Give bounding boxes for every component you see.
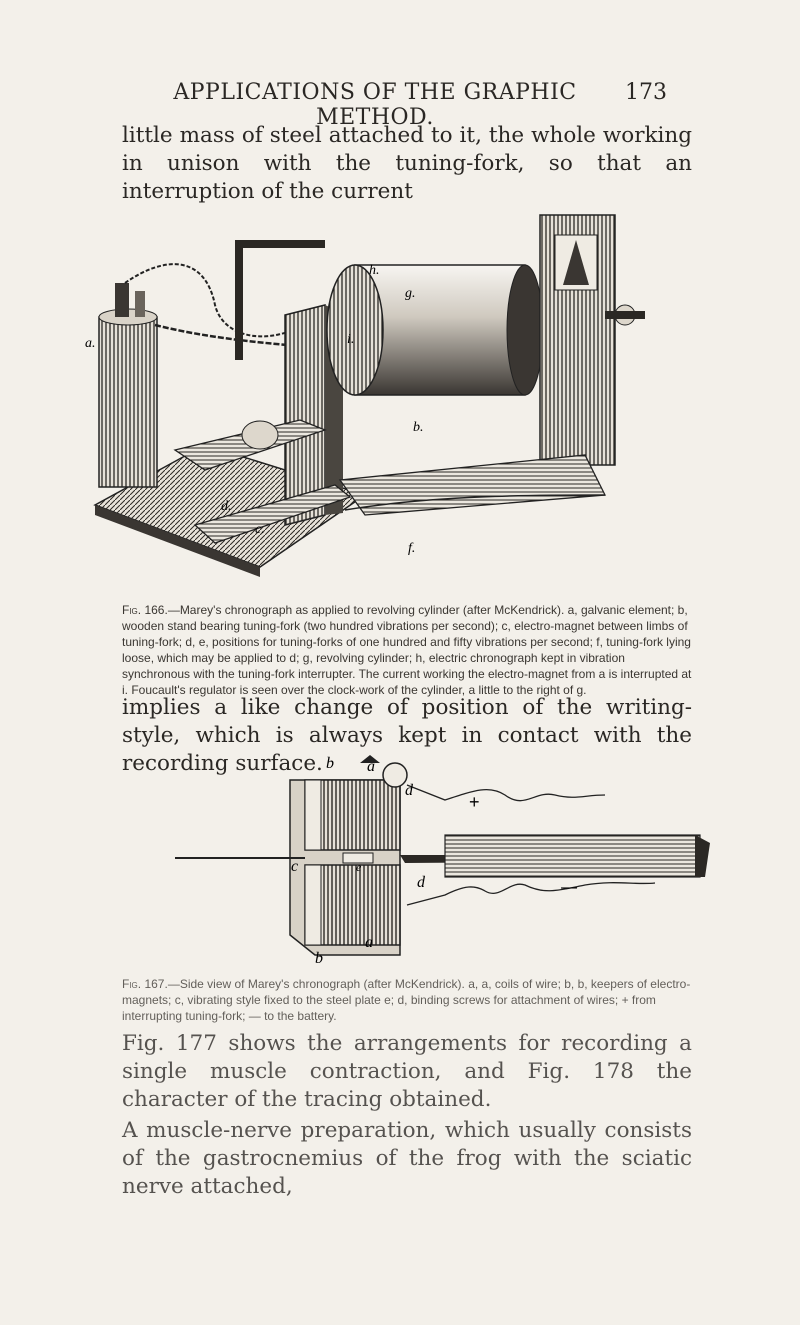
figure-166-illustration: a. b. d. c. f. g. h. i. bbox=[85, 195, 705, 590]
paragraph-1: little mass of steel attached to it, the… bbox=[122, 123, 692, 204]
label-i: i. bbox=[347, 332, 354, 347]
label-e: e bbox=[356, 860, 362, 874]
paragraph-4: A muscle-nerve preparation, which usuall… bbox=[122, 1118, 692, 1199]
label-minus: — bbox=[561, 879, 577, 896]
figure-166-caption: Fig. 166.—Marey's chronograph as applied… bbox=[122, 602, 692, 698]
chronograph-engraving: a. b. d. c. f. g. h. i. bbox=[85, 214, 645, 577]
label-f: f. bbox=[408, 541, 415, 556]
figure-167-caption: Fig. 167.—Side view of Marey's chronogra… bbox=[122, 976, 692, 1024]
label-a-top: a bbox=[367, 758, 375, 775]
figure-166-caption-lead: Fig. 166. bbox=[122, 603, 168, 617]
label-d-top: d bbox=[405, 782, 414, 799]
label-a-bottom: a bbox=[365, 934, 373, 951]
figure-167-caption-text: —Side view of Marey's chronograph (after… bbox=[122, 977, 691, 1023]
label-b: b. bbox=[413, 420, 424, 435]
figure-166-caption-text: —Marey's chronograph as applied to revol… bbox=[122, 603, 692, 697]
label-h: h. bbox=[369, 263, 380, 278]
label-c: c. bbox=[255, 522, 265, 537]
figure-167-caption-lead: Fig. 167. bbox=[122, 977, 168, 991]
chronograph-side-view-engraving: b a d + c e d — b a bbox=[175, 755, 710, 965]
page-number: 173 bbox=[625, 80, 667, 105]
paragraph-3: Fig. 177 shows the arrangements for reco… bbox=[122, 1031, 692, 1112]
label-g: g. bbox=[405, 286, 416, 301]
running-title: APPLICATIONS OF THE GRAPHIC METHOD. bbox=[173, 80, 577, 130]
figure-167-illustration: b a d + c e d — b a bbox=[115, 755, 715, 965]
label-b-top: b bbox=[326, 755, 334, 772]
label-b-bottom: b bbox=[315, 950, 323, 965]
label-d: d. bbox=[221, 499, 232, 514]
label-plus: + bbox=[469, 792, 480, 812]
label-d-bottom: d bbox=[417, 874, 426, 891]
paragraph-2: implies a like change of position of the… bbox=[122, 695, 692, 776]
label-a: a. bbox=[85, 336, 96, 351]
running-head: APPLICATIONS OF THE GRAPHIC METHOD. 173 bbox=[0, 80, 800, 130]
label-c: c bbox=[291, 858, 298, 875]
